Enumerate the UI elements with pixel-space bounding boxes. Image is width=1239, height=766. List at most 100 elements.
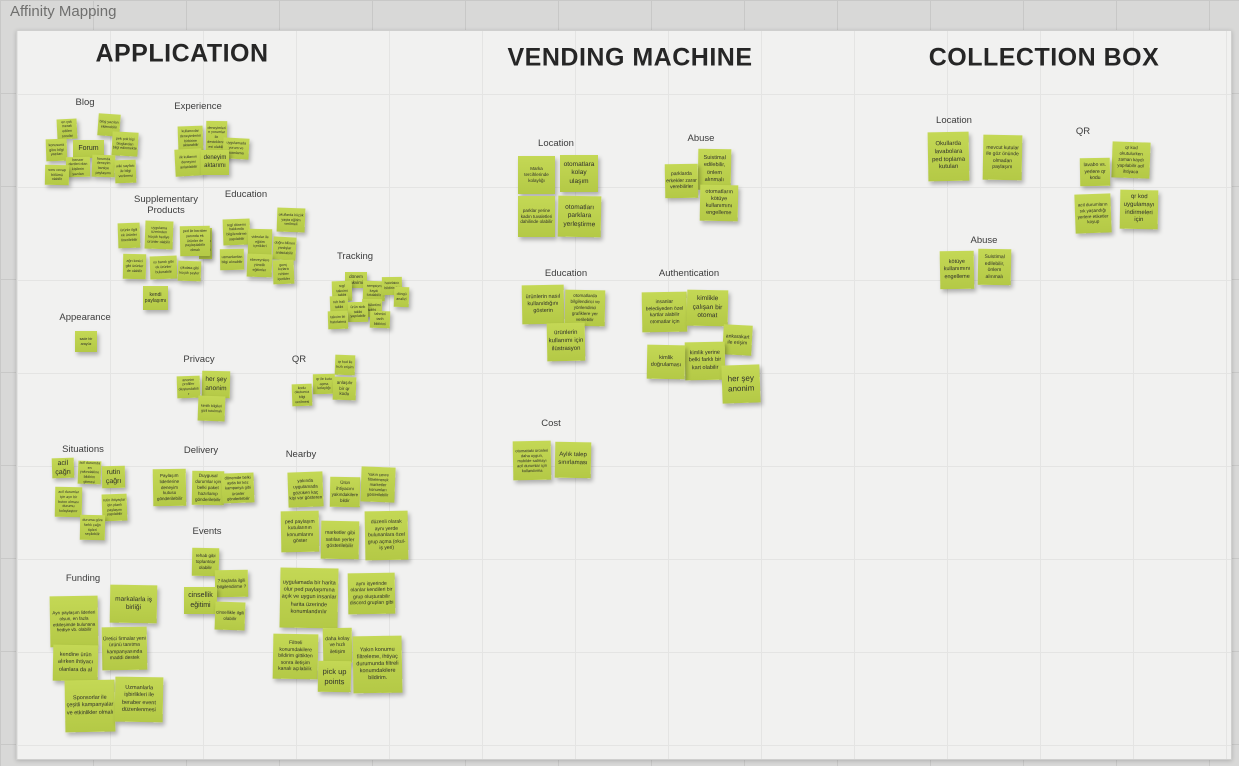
sticky-note[interactable]: Suistimal edilebilir, önlem alınmalı (977, 248, 1012, 286)
sticky-note[interactable]: ürünlerin nasıl kullanıldığını gösterin (521, 284, 565, 325)
sticky-note[interactable]: ped ile beraber yanında ek ürünler de pa… (179, 225, 211, 257)
sticky-note[interactable]: Üretici firmalar yeni ürünü tanıtma kamp… (101, 626, 148, 671)
sticky-note[interactable]: otomattaki ürünleri daha uygun, mobilde … (512, 440, 552, 481)
sticky-note[interactable]: duruma göre farklı çağrı tipleri seçileb… (79, 514, 106, 541)
sticky-note[interactable]: acil durumda en yakındakine bildirim git… (77, 460, 102, 485)
group-label[interactable]: Tracking (336, 251, 374, 262)
sticky-note[interactable]: Duygusal durumlar için belki paket hazır… (191, 470, 225, 506)
sticky-note[interactable]: en çok merak edilen sorular (56, 118, 78, 140)
sticky-note[interactable]: okullarda küçük yaşta eğitim verilmeli (276, 207, 306, 233)
sticky-note[interactable]: pek çok kişi bloglardan bilgi edinmekte (111, 131, 139, 157)
group-label[interactable]: Nearby (285, 449, 317, 460)
sticky-note[interactable]: ağrı kesici gibi ürünler de olabilir (122, 253, 147, 280)
sticky-note[interactable]: uygulamada bir harita olur ped paylaşımı… (279, 567, 339, 629)
sticky-note[interactable]: kodu okutunca bilgi verilmesi (291, 383, 313, 407)
sticky-note[interactable]: daha kolay ve hızlı iletişim (322, 627, 353, 664)
sticky-note[interactable]: markalarla iş birliği (109, 584, 158, 624)
sticky-note[interactable]: kendine ürün alırken ihtiyacı olanlara d… (52, 644, 99, 682)
sticky-note[interactable]: ürünle ilgili ek ürünler önerilebilir (117, 222, 141, 249)
sticky-note[interactable]: acil çağrı (51, 457, 75, 479)
sticky-note[interactable]: ısı bandı gibi ek ürünler bulunabilir (149, 255, 178, 280)
sticky-note[interactable]: cinsellikle ilgili olabilir (214, 601, 246, 631)
group-label[interactable]: Cost (541, 418, 561, 429)
group-label[interactable]: Supplementary Products (134, 194, 198, 216)
sticky-note[interactable]: Ürün ihtiyacını yakındakilere bildir (329, 476, 361, 508)
sticky-note[interactable]: anlaşılır bir qr kodu (332, 376, 357, 401)
sticky-note[interactable]: benzer dertleri olan kişilerin yazıları (65, 156, 91, 178)
group-label[interactable]: Abuse (687, 133, 715, 144)
sticky-note[interactable]: kimlik yerine belki farklı bir kart olab… (684, 341, 726, 381)
sticky-note[interactable]: genç kızlara rehber içerikler (272, 259, 295, 285)
sticky-note[interactable]: Forum (73, 140, 104, 158)
group-label[interactable]: Privacy (183, 354, 215, 365)
sticky-note[interactable]: anonim profiller oluşturulabilir (176, 375, 201, 399)
sticky-note[interactable]: Yakın konumu filtreleme, ihtiyaç durumun… (352, 635, 403, 694)
sticky-note[interactable]: ilk kullanım deneyimi anlatılabilir (174, 148, 203, 177)
sticky-note[interactable]: Ayrı paylaşım liderleri olsun, en fazla … (49, 595, 99, 648)
sticky-note[interactable]: kendi paylaşımı (143, 286, 168, 310)
sticky-note[interactable]: acil durumların sık yaşandığı yerlere et… (1074, 193, 1112, 234)
sticky-note[interactable]: takvim ile hatırlatma (327, 310, 349, 330)
section-title[interactable]: APPLICATION (95, 39, 269, 68)
sticky-note[interactable]: ürün stok takibi yapılabilir (347, 301, 369, 323)
sticky-note[interactable]: insanlar belediyeden özel kartlar alabil… (641, 291, 688, 333)
sticky-note[interactable]: marketler gibi satılan yerler gösterileb… (320, 520, 360, 560)
sticky-note[interactable]: qr kod ile hızlı erişim (334, 354, 356, 376)
sticky-note[interactable]: parklarda erkekler zarar verebilirler (664, 163, 699, 199)
sticky-note[interactable]: ? ilaçlarla ilgili bilgilendirme ? (214, 569, 249, 598)
sticky-note[interactable]: kimlik bilgileri gizli tutulmalı (197, 395, 226, 422)
group-label[interactable]: Experience (174, 101, 222, 112)
sticky-note[interactable]: doğru bilinen yanlışlar anlatılabilir (272, 236, 297, 261)
sticky-note[interactable]: qr kod uygulamayı indirmeleri için (1119, 189, 1159, 230)
sticky-note[interactable]: ebeveynlere yönelik eğitimler (246, 253, 273, 278)
sticky-note[interactable]: ped paylaşım kutularının konumlarını gös… (280, 510, 320, 553)
sticky-note[interactable]: çikolata gibi küçük şeyler (177, 260, 202, 282)
sticky-note[interactable]: her şey anonim (201, 370, 231, 399)
group-label[interactable]: Events (192, 526, 222, 537)
group-label[interactable]: QR (1075, 126, 1091, 137)
group-label[interactable]: Authentication (658, 268, 720, 279)
sticky-note[interactable]: soru cevap bölümü olabilir (44, 164, 70, 186)
sticky-note[interactable]: Sponsorlar ile çeşitli kampanyalar ve et… (64, 679, 116, 733)
group-label[interactable]: Appearance (59, 312, 111, 323)
sticky-note[interactable]: ürünlerin kullanımı için ilüstrasyon (546, 322, 586, 362)
sticky-note[interactable]: Marka tercihlerinde kolaylığı (518, 156, 555, 194)
sticky-note[interactable]: kötüye kullanımını engelleme (939, 250, 975, 290)
sticky-note[interactable]: wiki sayfası ile bilgi verilmesi (114, 159, 137, 184)
sticky-note[interactable]: aynı işyerinde olanlar kendileri bir gru… (347, 572, 396, 615)
sticky-note[interactable]: deneyim aktarımı (201, 150, 229, 175)
group-label[interactable]: Education (544, 268, 588, 279)
sticky-note[interactable]: Okullarda lavabolara ped toplama kutular… (927, 131, 970, 182)
sticky-note[interactable]: konusuna göre bilgi yazıları (45, 138, 68, 162)
sticky-note[interactable]: Filtreli konumdakilere bildirim gittikte… (272, 633, 319, 680)
group-label[interactable]: Abuse (970, 235, 998, 246)
sticky-note[interactable]: Yakın çevre filtrelenerek marketler konu… (360, 466, 396, 503)
sticky-note[interactable]: tahmini tarih bildirimi (369, 310, 391, 329)
sticky-note[interactable]: dönemde belki ayda bir kez kampanya gibi… (221, 472, 255, 504)
sticky-note[interactable]: otomatları parklara yerleştirme (557, 195, 602, 238)
sticky-note[interactable]: döngü analizi (393, 286, 410, 308)
group-label[interactable]: Delivery (183, 445, 219, 456)
group-label[interactable]: Situations (62, 444, 104, 455)
sticky-note[interactable]: uzmanlardan bilgi alınabilir (219, 248, 245, 271)
group-label[interactable]: Location (936, 115, 972, 126)
sticky-note[interactable]: pick up points (317, 660, 352, 693)
sticky-note[interactable]: acil durumlar için ayrı bir buton olması… (54, 486, 83, 518)
sticky-note[interactable]: qr kod okutulurken zaman kaydı yapılabil… (1111, 141, 1151, 179)
sticky-note[interactable]: kimlikle çalışan bir otomat (686, 289, 729, 327)
section-title[interactable]: VENDING MACHINE (507, 43, 753, 72)
sticky-note[interactable]: otomatlarda bilgilendirici ve yönlendiri… (564, 289, 606, 327)
group-label[interactable]: Funding (65, 573, 101, 584)
sticky-note[interactable]: cinsellik eğitimi (184, 587, 217, 614)
group-label[interactable]: Location (538, 138, 574, 149)
group-label[interactable]: Education (224, 189, 268, 200)
sticky-note[interactable]: düzenli olarak aynı yerde bulunanlara öz… (364, 510, 409, 561)
sticky-note[interactable]: Paylaşım liderlerine deneyim kutusu gönd… (152, 468, 187, 507)
sticky-note[interactable]: forumda deneyim tavsiye paylaşımı (91, 154, 116, 178)
sticky-note[interactable]: videolar ile eğitim içerikleri (247, 228, 273, 256)
sticky-note[interactable]: yakında uygulamada gözüken kaç kişi var … (287, 471, 324, 508)
sticky-note[interactable]: rutin ihtiyaçlar için planlı paylaşım ya… (101, 493, 128, 522)
sticky-note[interactable]: rutin çağrı (101, 465, 126, 489)
sticky-note[interactable]: regl dönemi hakkında bilgilendirme yapıl… (222, 218, 251, 246)
sticky-note[interactable]: otomatların kötüye kullanımını engelleme (699, 184, 739, 222)
